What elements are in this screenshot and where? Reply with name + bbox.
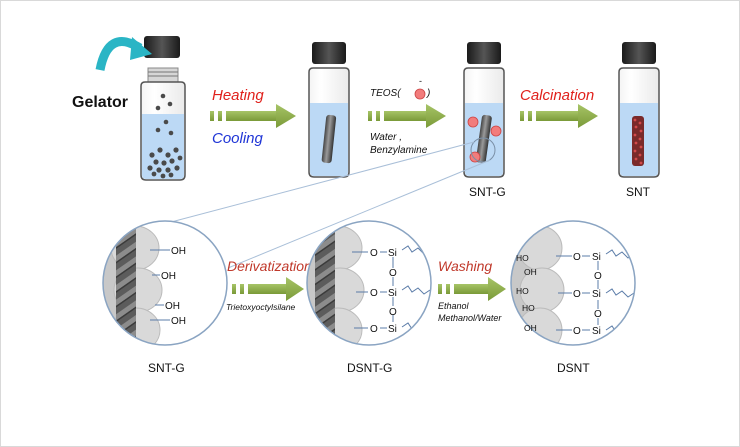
vial-1-icon — [140, 36, 186, 181]
si-label: Si — [388, 248, 397, 259]
arrow-calcination-icon — [520, 104, 598, 128]
si-label: Si — [388, 324, 397, 335]
vial-4-icon — [618, 42, 660, 178]
solvent-line1: Ethanol — [438, 301, 470, 311]
o-label: O — [573, 326, 581, 337]
washing-label: Washing — [438, 258, 492, 274]
si-label: Si — [592, 252, 601, 263]
oh-label: OH — [161, 271, 176, 282]
sntg-caption: SNT-G — [148, 361, 185, 375]
o-label: O — [389, 307, 397, 318]
si-label: Si — [592, 326, 601, 337]
heating-label: Heating — [212, 87, 264, 104]
oh-label: OH — [165, 301, 180, 312]
magnifier-circle-dsntg — [306, 220, 432, 346]
conditions-line2: Benzylamine — [370, 145, 428, 156]
conditions-line1: Water , — [370, 132, 402, 143]
oh-label: OH — [171, 246, 186, 257]
gelator-label: Gelator — [72, 94, 128, 111]
curved-arrow-icon — [95, 37, 152, 71]
dsntg-caption: DSNT-G — [347, 361, 392, 375]
arrow-derivatization-icon — [232, 277, 304, 301]
o-label: O — [370, 288, 378, 299]
teos-label: TEOS( — [370, 88, 402, 99]
o-label: O — [370, 324, 378, 335]
teos-close: ) — [426, 88, 430, 99]
oh-label: OH — [524, 323, 537, 333]
snt-vial-label: SNT — [626, 185, 651, 199]
vial-3-icon — [463, 42, 505, 178]
ho-label: HO — [516, 286, 529, 296]
oh-label: OH — [171, 316, 186, 327]
ho-label: HO — [522, 303, 535, 313]
ho-label: HO — [516, 253, 529, 263]
arrow-teos-icon — [368, 104, 446, 128]
si-label: Si — [388, 288, 397, 299]
o-label: O — [389, 268, 397, 279]
o-label: O — [573, 289, 581, 300]
arrow-washing-icon — [438, 277, 506, 301]
oh-label: OH — [524, 267, 537, 277]
solvent-line2: Methanol/Water — [438, 313, 502, 323]
zoom-lines — [155, 141, 491, 269]
cooling-label: Cooling — [212, 130, 264, 147]
si-label: Si — [592, 289, 601, 300]
o-label: O — [573, 252, 581, 263]
arrow-heating-icon — [210, 104, 296, 128]
o-label: O — [594, 309, 602, 320]
silica-particle-icon — [414, 88, 426, 100]
vial-2-icon — [308, 42, 350, 178]
o-label: O — [594, 271, 602, 282]
calcination-label: Calcination — [520, 87, 594, 104]
sntg-vial-label: SNT-G — [469, 185, 506, 199]
dsnt-caption: DSNT — [557, 361, 590, 375]
derivatization-label: Derivatization — [227, 258, 312, 274]
magnifier-circle-sntg — [102, 220, 228, 346]
o-label: O — [370, 248, 378, 259]
reagent-label: Trietoxyoctylsilane — [226, 302, 296, 312]
teos-minus: - — [419, 76, 422, 86]
